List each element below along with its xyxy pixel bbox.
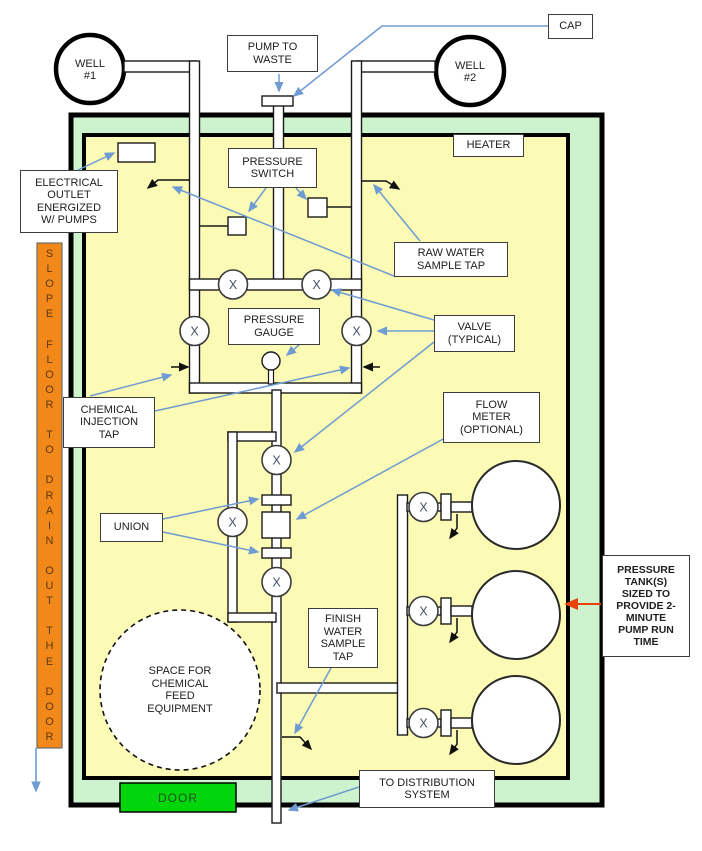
slope-floor-label: S L O P E F L O O R T O D R A I N O U T …: [45, 248, 54, 743]
tank3-fitting: [440, 709, 452, 737]
leader-distribution: [287, 786, 360, 812]
waste-pipe-cap: [261, 95, 294, 107]
leader-pressure-switch-left: [248, 187, 267, 213]
finish-water-pipe: [276, 682, 402, 694]
tank2-drain-arrow: [449, 618, 459, 644]
leader-valve-main: [293, 341, 435, 453]
valve-x-label: X: [312, 278, 321, 292]
label-heater: HEATER: [453, 134, 524, 157]
tank2-stub-pipe: [450, 605, 473, 617]
well1-horizontal-pipe: [123, 60, 197, 73]
label-valve-typical: VALVE (TYPICAL): [434, 315, 515, 352]
piping: [123, 60, 473, 824]
label-pressure-gauge: PRESSURE GAUGE: [228, 308, 320, 345]
label-finish-water-sample-tap: FINISH WATER SAMPLE TAP: [308, 608, 378, 668]
valve-x-label: X: [352, 325, 361, 339]
label-to-distribution: TO DISTRIBUTION SYSTEM: [359, 770, 495, 808]
pressure-gauge-dial: [261, 351, 281, 371]
well-2-circle: [433, 34, 507, 108]
label-cap: CAP: [548, 14, 593, 39]
label-electrical-outlet: ELECTRICAL OUTLET ENERGIZED W/ PUMPS: [20, 170, 118, 233]
union-upper: [261, 494, 292, 506]
valves: X X X X X X X X X X: [179, 269, 439, 739]
raw-tap-left-arrow: [146, 178, 189, 189]
leader-cap: [292, 25, 548, 97]
label-pressure-tanks: PRESSURE TANK(S) SIZED TO PROVIDE 2- MIN…: [602, 555, 690, 657]
valve-icon: [408, 491, 439, 523]
pressure-tank-2: [471, 570, 561, 660]
leader-raw-water-left: [171, 186, 395, 277]
valve-group: X X X X X X X X X X: [179, 269, 439, 739]
valve-x-label: X: [419, 501, 428, 515]
tank1-drain-arrow: [449, 514, 459, 540]
valve-icon: [301, 269, 332, 300]
well2-horizontal-pipe: [356, 60, 436, 73]
pressure-tank-1: [471, 460, 561, 550]
valve-icon: [261, 444, 292, 476]
tank3-drain-arrow: [449, 730, 459, 756]
valve-icon: [408, 595, 439, 627]
leader-chem-left: [89, 372, 173, 397]
leader-chem-right: [154, 365, 351, 412]
electrical-outlet-box: [117, 142, 156, 163]
chemical-feed-space-circle: [99, 609, 261, 771]
main-outlet-pipe: [271, 389, 282, 824]
tank1-fitting: [440, 493, 452, 521]
chemical-feed-space-label: SPACE FOR CHEMICAL FEED EQUIPMENT: [147, 665, 213, 715]
valve-x-label: X: [419, 717, 428, 731]
valve-icon: [217, 269, 249, 300]
valve-icon: [179, 315, 210, 347]
label-flow-meter: FLOW METER (OPTIONAL): [443, 392, 540, 443]
valve-x-label: X: [272, 454, 281, 468]
leader-pressure-switch-right: [295, 187, 308, 201]
valve-icon: [261, 566, 292, 598]
valve-icon: [341, 315, 372, 347]
leader-flow-meter: [295, 437, 446, 520]
header-pipe: [188, 278, 363, 291]
pressure-switch-2: [307, 197, 328, 218]
door: [119, 782, 237, 813]
slope-floor-bar: [36, 242, 63, 749]
label-chemical-injection-tap: CHEMICAL INJECTION TAP: [63, 397, 155, 448]
valve-x-label: X: [272, 576, 281, 590]
tap-arrows: [146, 178, 459, 756]
valve-x-label: X: [228, 516, 237, 530]
door-label: DOOR: [158, 790, 198, 805]
bypass-bottom-pipe: [227, 612, 277, 623]
tank2-fitting: [440, 597, 452, 625]
union-lower: [261, 547, 292, 559]
leader-raw-water-right: [373, 183, 421, 242]
leader-union-lower: [162, 531, 260, 555]
leader-union-upper: [162, 496, 260, 520]
pressure-switch-1: [227, 216, 247, 236]
well-1-label: WELL #1: [75, 57, 105, 83]
well-2-label: WELL #2: [455, 59, 485, 85]
tank3-stub-pipe: [450, 717, 473, 729]
leader-electrical-outlet: [77, 152, 116, 171]
valve-icon: [408, 707, 439, 739]
tank1-stub-pipe: [450, 501, 473, 513]
label-pressure-switch: PRESSURE SWITCH: [228, 148, 317, 188]
leader-lines: [77, 25, 548, 812]
flow-meter-body: [261, 511, 291, 539]
valve-x-label: X: [190, 325, 199, 339]
raw-tap-right-arrow: [362, 180, 401, 190]
pressure-tank-3: [471, 675, 561, 765]
pump-to-waste-pipe: [272, 104, 285, 288]
label-raw-water-sample-tap: RAW WATER SAMPLE TAP: [394, 242, 508, 277]
label-pump-to-waste: PUMP TO WASTE: [227, 35, 318, 72]
valve-x-label: X: [229, 278, 238, 292]
finish-tap-arrow: [282, 736, 313, 751]
label-union: UNION: [100, 513, 163, 542]
valve-icon: [217, 506, 248, 538]
valve-x-label: X: [419, 605, 428, 619]
leader-valve-header: [330, 288, 435, 321]
tank-manifold-pipe: [396, 494, 409, 736]
leader-finish-tap: [294, 667, 332, 735]
